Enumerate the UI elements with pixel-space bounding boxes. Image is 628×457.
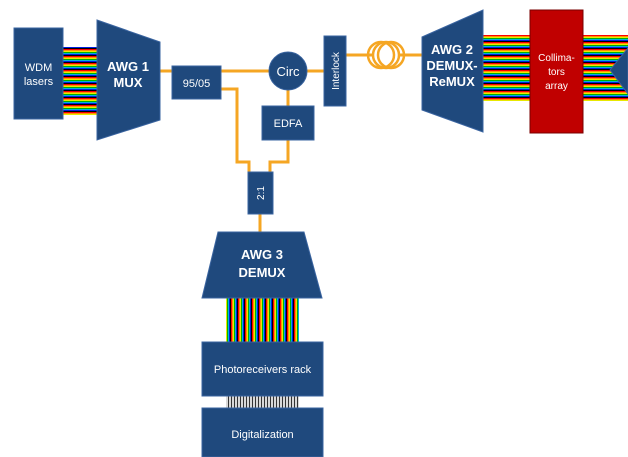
circulator-block: Circ: [268, 51, 308, 91]
collimators-label-line3: array: [545, 81, 568, 92]
fiber-links: [160, 40, 422, 232]
awg2-demux-remux-block: AWG 2 DEMUX- ReMUX: [421, 9, 484, 133]
edfa-label: EDFA: [274, 118, 303, 130]
collimators-label-line2: tors: [548, 67, 565, 78]
electrical-bundle-to-digitalization: [226, 396, 299, 408]
awg1-label-line1: AWG 1: [107, 59, 149, 74]
coupler-2-1-block: 2:1: [247, 171, 274, 215]
spectrum-bundle-awg3-to-photoreceivers: [226, 298, 299, 342]
awg2-label-line2: DEMUX-: [426, 58, 477, 73]
awg3-label-line2: DEMUX: [239, 265, 286, 280]
photoreceivers-label: Photoreceivers rack: [214, 364, 312, 376]
interlock-label: Interlock: [331, 51, 342, 90]
output-edge-block: [609, 47, 628, 95]
awg2-label-line1: AWG 2: [431, 42, 473, 57]
awg2-label-line3: ReMUX: [429, 74, 475, 89]
awg1-mux-block: AWG 1 MUX: [96, 19, 161, 141]
circulator-label: Circ: [276, 64, 300, 79]
coupler-95-05-block: 95/05: [171, 65, 222, 100]
edfa-block: EDFA: [261, 105, 315, 141]
wdm-lasers-block: WDM lasers: [13, 27, 64, 120]
wdm-lasers-label-line2: lasers: [24, 76, 54, 88]
digitalization-block: Digitalization: [201, 407, 324, 457]
spectrum-bundle-lasers-to-awg1: [63, 47, 97, 115]
wdm-lasers-label-line1: WDM: [25, 62, 53, 74]
digitalization-label: Digitalization: [231, 429, 293, 441]
photoreceivers-rack-block: Photoreceivers rack: [201, 341, 324, 397]
interlock-block: Interlock: [323, 35, 347, 107]
awg3-label-line1: AWG 3: [241, 247, 283, 262]
collimators-array-block: Collima- tors array: [529, 9, 584, 134]
awg3-demux-block: AWG 3 DEMUX: [201, 231, 323, 299]
coupler-2-1-label: 2:1: [256, 186, 267, 200]
awg1-label-line2: MUX: [114, 75, 143, 90]
spectrum-bundle-awg2-to-collimators: [483, 35, 530, 101]
coupler-95-05-label: 95/05: [183, 78, 211, 90]
collimators-label-line1: Collima-: [538, 53, 575, 64]
